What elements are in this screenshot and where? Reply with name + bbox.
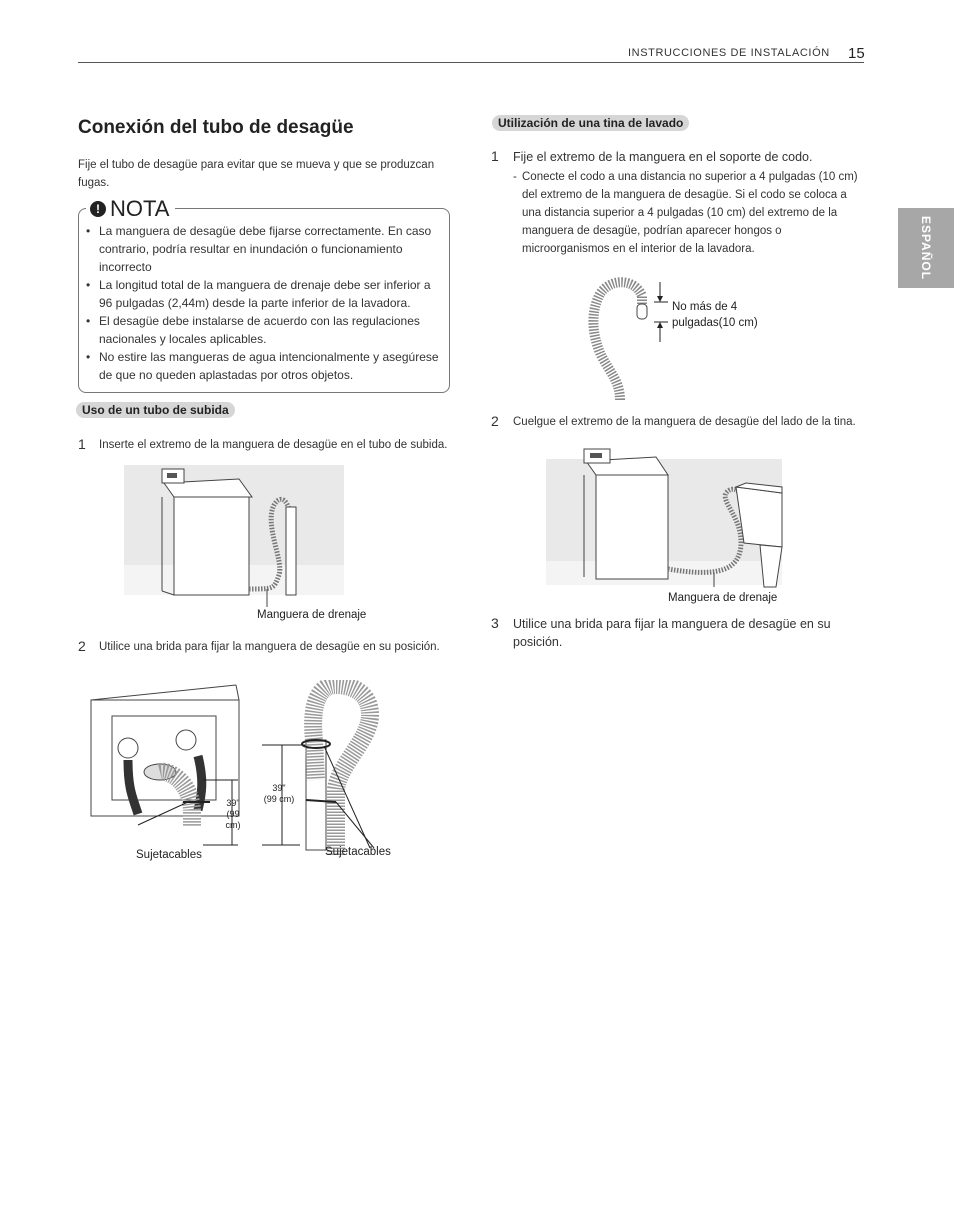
standpipe-drawing <box>285 506 297 596</box>
running-header: INSTRUCCIONES DE INSTALACIÓN <box>628 47 830 59</box>
note-box <box>78 208 450 393</box>
note-item: No estire las mangueras de agua intencio… <box>86 348 441 384</box>
drain-hose-drawing <box>248 496 293 592</box>
intro-text: Fije el tubo de desagüe para evitar que … <box>78 159 435 189</box>
fig3-label-line1: No más de 4 <box>672 301 738 313</box>
dim-value: 39" <box>272 783 286 793</box>
page-title: Conexión del tubo de desagüe <box>78 117 354 138</box>
dim-value: (99 cm) <box>263 794 295 804</box>
step-number: 2 <box>491 413 499 429</box>
fig4-label: Manguera de drenaje <box>668 592 778 604</box>
note-item: La longitud total de la manguera de dren… <box>86 276 441 312</box>
dash-marker: - <box>513 171 517 183</box>
dim-label: 39" (99 cm) <box>218 798 248 831</box>
laundry-tub-drawing <box>734 482 783 588</box>
warning-icon: ! <box>90 201 106 217</box>
note-item: La manguera de desagüe debe fijarse corr… <box>86 222 441 276</box>
clamp-illustration <box>90 680 380 855</box>
fig1-label: Manguera de drenaje <box>257 609 367 621</box>
step-number: 1 <box>491 148 499 164</box>
note-title: NOTA <box>110 196 170 221</box>
step-detail: Conecte el codo a una distancia no super… <box>522 171 858 255</box>
washer-tub-illustration <box>546 448 783 588</box>
step-number: 2 <box>78 638 86 654</box>
dim-value: (99 cm) <box>225 809 241 830</box>
step-number: 3 <box>491 615 499 631</box>
washer-drawing <box>583 448 669 580</box>
washer-drawing <box>161 468 253 596</box>
subsection-laundry-tub: Utilización de una tina de lavado <box>492 115 690 131</box>
step-number: 1 <box>78 436 86 452</box>
step-text: Inserte el extremo de la manguera de des… <box>99 439 448 451</box>
note-item: El desagüe debe instalarse de acuerdo co… <box>86 312 441 348</box>
note-heading: ! NOTA <box>86 196 176 221</box>
dim-label: 39" (99 cm) <box>261 783 297 805</box>
note-list: La manguera de desagüe debe fijarse corr… <box>86 222 441 384</box>
subsection-riser: Uso de un tubo de subida <box>76 402 235 418</box>
washer-standpipe-illustration <box>124 465 344 607</box>
dim-value: 39" <box>226 798 240 808</box>
page-number: 15 <box>848 45 865 62</box>
fig3-label-line2: pulgadas(10 cm) <box>672 317 758 329</box>
language-tab-label: ESPAÑOL <box>919 215 933 281</box>
step-text: Utilice una brida para fijar la manguera… <box>99 641 440 653</box>
fig2-label-left: Sujetacables <box>136 849 202 861</box>
language-tab: ESPAÑOL <box>898 208 954 288</box>
fig2-label-right: Sujetacables <box>325 846 391 858</box>
header-rule <box>78 62 864 63</box>
step-text: Cuelgue el extremo de la manguera de des… <box>513 416 856 428</box>
hose-elbow-illustration <box>588 277 668 401</box>
step-text: Fije el extremo de la manguera en el sop… <box>513 150 813 164</box>
step-text: Utilice una brida para fijar la manguera… <box>513 617 831 649</box>
